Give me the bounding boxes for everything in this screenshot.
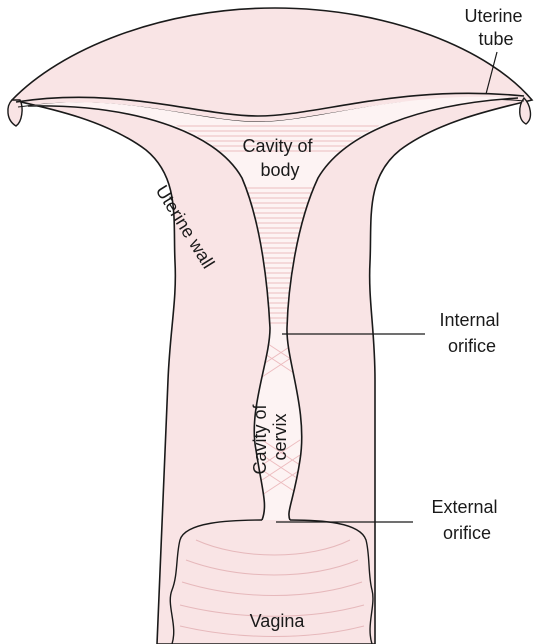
external-orifice-label: External orifice bbox=[431, 497, 502, 543]
internal-orifice-label: Internal orifice bbox=[439, 310, 504, 356]
uterine-tube-label: Uterine tube bbox=[464, 6, 527, 49]
left-tube-stub bbox=[8, 100, 22, 126]
vagina-label: Vagina bbox=[250, 611, 306, 631]
right-tube-stub bbox=[520, 98, 531, 124]
